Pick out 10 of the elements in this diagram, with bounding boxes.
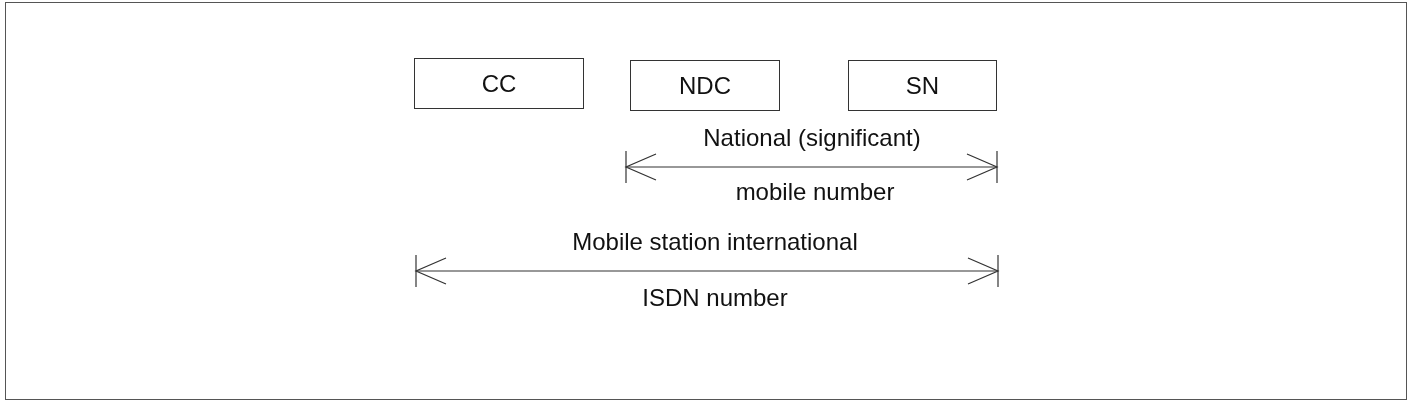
box-label: CC (481, 69, 517, 98)
box-label: SN (905, 71, 940, 100)
label-box (414, 58, 584, 109)
dimension-label: ISDN number (642, 284, 788, 312)
dimension-label: National (significant) (703, 124, 921, 152)
box-label: NDC (679, 71, 731, 100)
dimension-label: mobile number (735, 178, 895, 206)
dimension-label: Mobile station international (572, 228, 858, 256)
label-box (630, 60, 780, 111)
label-box (848, 60, 997, 111)
